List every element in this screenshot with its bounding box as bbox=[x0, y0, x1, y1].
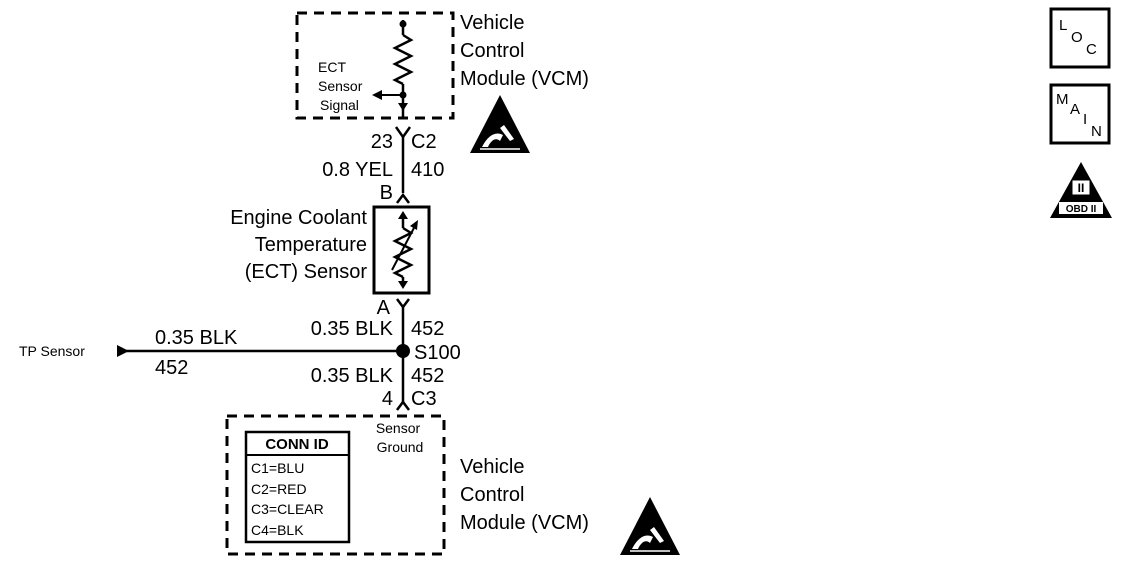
sensor-pin-b-connector bbox=[396, 192, 410, 204]
loc-letter-2: O bbox=[1071, 29, 1083, 46]
lower-vcm-name-line-3: Module (VCM) bbox=[460, 512, 589, 534]
splice-upper-circuit: 452 bbox=[411, 318, 444, 340]
wire-410-circuit: 410 bbox=[411, 159, 444, 181]
esd-warning-icon bbox=[470, 95, 530, 153]
c3-pin-number: 4 bbox=[382, 388, 393, 410]
sensor-name-line-2: Temperature bbox=[255, 234, 367, 256]
c3-connector-id: C3 bbox=[411, 388, 437, 410]
ect-label-line-2: Sensor bbox=[318, 78, 363, 94]
connector-c3-symbol bbox=[396, 399, 410, 411]
connector-c2-symbol bbox=[394, 126, 412, 140]
c2-pin-number: 23 bbox=[371, 131, 393, 153]
lower-vcm-name-line-1: Vehicle bbox=[460, 456, 525, 478]
loc-letter-3: C bbox=[1086, 41, 1097, 58]
loc-letter-1: L bbox=[1059, 17, 1067, 34]
lower-vcm: Sensor Ground Vehicle Control Module (VC… bbox=[225, 414, 589, 556]
obd-numeral: II bbox=[1078, 181, 1085, 195]
sensor-name-line-3: (ECT) Sensor bbox=[245, 261, 368, 283]
splice-lower-gauge-color: 0.35 BLK bbox=[311, 365, 394, 387]
upper-vcm: ECT Sensor Signal Vehicle Control Module… bbox=[295, 11, 589, 120]
ect-sensor-body bbox=[372, 205, 431, 295]
splice-upper-gauge-color: 0.35 BLK bbox=[311, 318, 394, 340]
main-letter-4: N bbox=[1091, 123, 1102, 140]
sensor-pin-a-connector bbox=[396, 298, 410, 310]
splice-id: S100 bbox=[414, 342, 461, 364]
tp-sensor-label: TP Sensor bbox=[19, 343, 85, 359]
upper-vcm-name-line-3: Module (VCM) bbox=[460, 68, 589, 90]
conn-id-row-1: C1=BLU bbox=[251, 460, 304, 476]
lower-vcm-outline bbox=[225, 414, 446, 556]
lower-vcm-name-line-2: Control bbox=[460, 484, 524, 506]
conn-id-row-2: C2=RED bbox=[251, 481, 307, 497]
lower-connector: 4 C3 bbox=[382, 388, 437, 411]
splice-lower-circuit: 452 bbox=[411, 365, 444, 387]
sensor-pin-a: A bbox=[377, 297, 391, 319]
ect-label-line-3: Signal bbox=[320, 97, 359, 113]
esd-warning-icon-lower bbox=[620, 497, 680, 555]
main-letter-1: M bbox=[1056, 91, 1069, 108]
tp-wire-circuit: 452 bbox=[155, 357, 188, 379]
ect-sensor: B Engine Coolant Temperature (ECT) Senso… bbox=[230, 182, 431, 319]
pullup-resistor-icon bbox=[392, 33, 414, 86]
conn-id-table: CONN ID C1=BLU C2=RED C3=CLEAR C4=BLK bbox=[244, 430, 351, 544]
obd-label: OBD II bbox=[1066, 204, 1097, 215]
tp-wire-gauge-color: 0.35 BLK bbox=[155, 327, 238, 349]
sensor-ground-line-2: Ground bbox=[377, 439, 424, 455]
signal-down-arrow-icon bbox=[398, 103, 408, 111]
main-icon[interactable]: M A I N bbox=[1049, 83, 1111, 145]
conn-id-row-3: C3=CLEAR bbox=[251, 501, 324, 517]
main-letter-2: A bbox=[1070, 101, 1080, 118]
ect-label-line-1: ECT bbox=[318, 59, 346, 75]
upper-vcm-outline bbox=[295, 11, 455, 120]
main-letter-3: I bbox=[1083, 111, 1087, 128]
upper-vcm-name-line-1: Vehicle bbox=[460, 12, 525, 34]
loc-icon[interactable]: L O C bbox=[1049, 7, 1111, 69]
conn-id-row-4: C4=BLK bbox=[251, 522, 304, 538]
c2-connector-id: C2 bbox=[411, 131, 437, 153]
sensor-pin-b: B bbox=[380, 182, 393, 204]
sensor-ground-line-1: Sensor bbox=[376, 420, 421, 436]
obd-ii-icon[interactable]: II OBD II bbox=[1050, 162, 1112, 218]
upper-connector: 23 C2 bbox=[371, 126, 437, 153]
conn-id-title: CONN ID bbox=[265, 436, 329, 453]
signal-arrow-icon bbox=[372, 90, 382, 100]
conn-id-border bbox=[244, 430, 351, 544]
tp-sensor-branch: TP Sensor 0.35 BLK 452 bbox=[19, 327, 403, 379]
thermistor-icon bbox=[392, 226, 414, 279]
wire-410-gauge-color: 0.8 YEL bbox=[322, 159, 393, 181]
sensor-name-line-1: Engine Coolant bbox=[230, 207, 367, 229]
upper-vcm-name-line-2: Control bbox=[460, 40, 524, 62]
